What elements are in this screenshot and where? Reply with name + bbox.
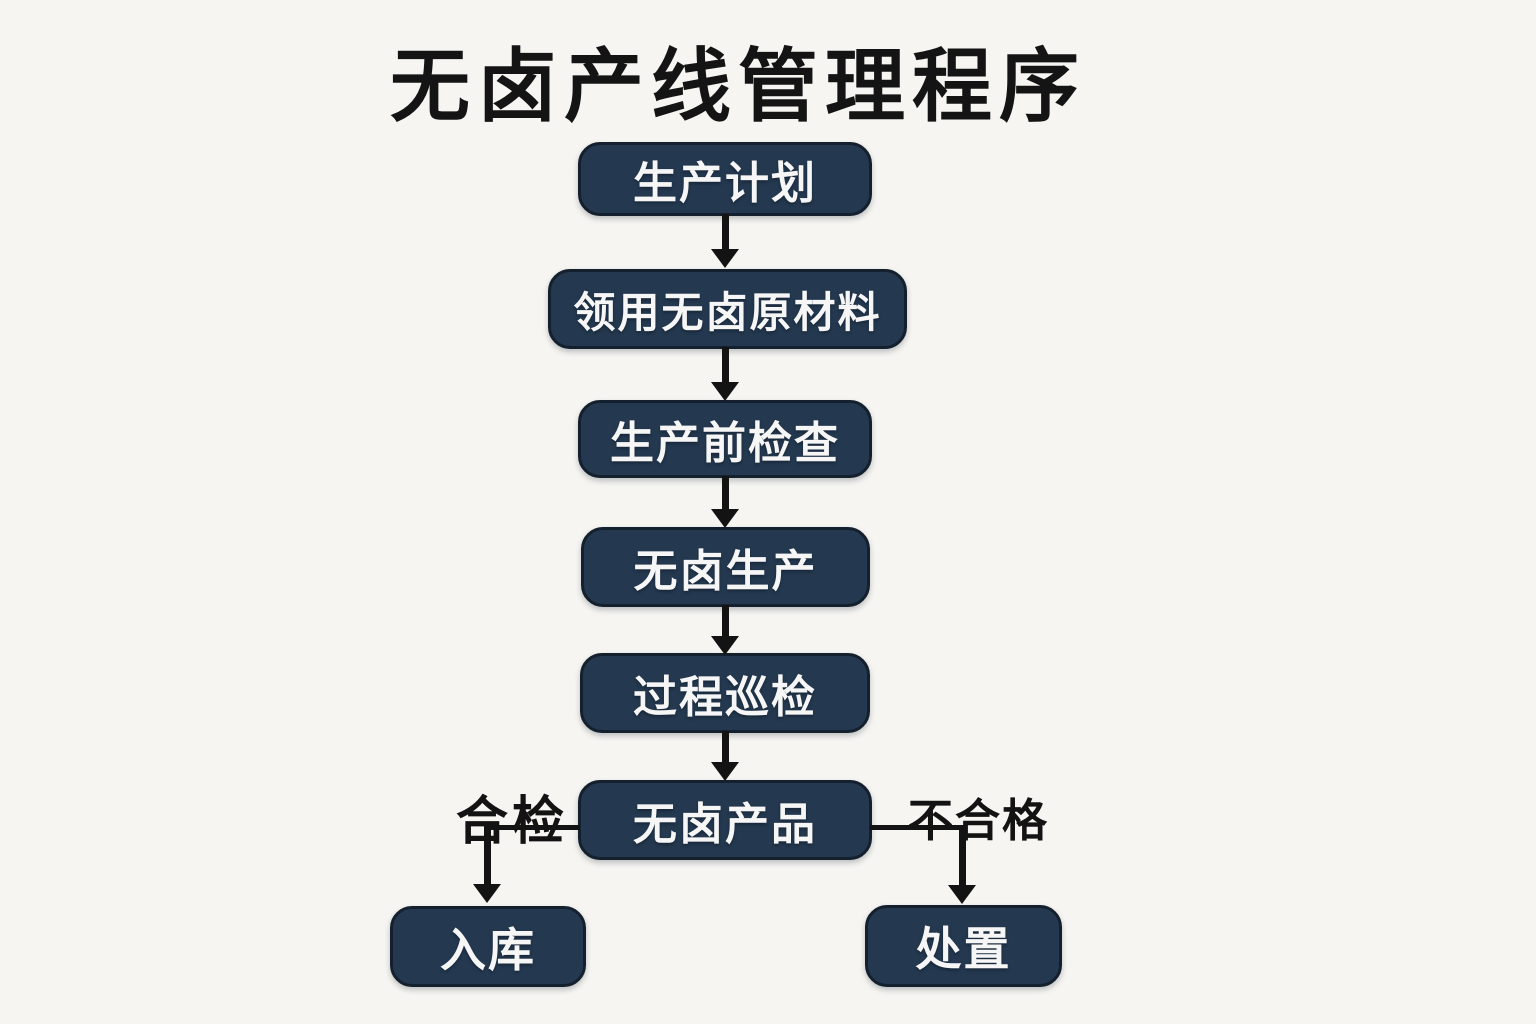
arrow-production-to-inspection-head xyxy=(711,636,739,655)
node-pre-production-check: 生产前检查 xyxy=(578,400,872,478)
arrow-plan-to-materials-shaft xyxy=(722,214,729,252)
branch-label-pass: 合检 xyxy=(456,793,569,851)
connector-pass-horizontal-line xyxy=(487,825,580,830)
diagram-title: 无卤产线管理程序 xyxy=(390,42,1086,131)
arrow-check-to-production-shaft xyxy=(722,476,729,512)
arrow-check-to-production-head xyxy=(711,509,739,528)
node-process-inspection: 过程巡检 xyxy=(580,653,870,733)
node-disposal: 处置 xyxy=(865,905,1062,987)
arrow-production-to-inspection-shaft xyxy=(722,605,729,639)
node-material-requisition: 领用无卤原材料 xyxy=(548,269,907,349)
arrow-inspection-to-product-head xyxy=(711,762,739,781)
connector-pass-vertical-line xyxy=(484,825,491,885)
connector-fail-vertical-line xyxy=(959,825,966,886)
arrow-plan-to-materials-head xyxy=(711,249,739,268)
node-production-plan: 生产计划 xyxy=(578,142,872,216)
connector-pass-arrow-head xyxy=(473,884,501,903)
arrow-materials-to-check-head xyxy=(711,382,739,401)
connector-fail-horizontal-line xyxy=(870,825,962,830)
arrow-inspection-to-product-shaft xyxy=(722,731,729,765)
branch-label-fail: 不合格 xyxy=(908,795,1050,846)
node-halogen-free-product: 无卤产品 xyxy=(578,780,872,860)
node-warehousing: 入库 xyxy=(390,906,586,987)
node-halogen-free-production: 无卤生产 xyxy=(581,527,870,607)
arrow-materials-to-check-shaft xyxy=(722,347,729,385)
connector-fail-arrow-head xyxy=(948,885,976,904)
